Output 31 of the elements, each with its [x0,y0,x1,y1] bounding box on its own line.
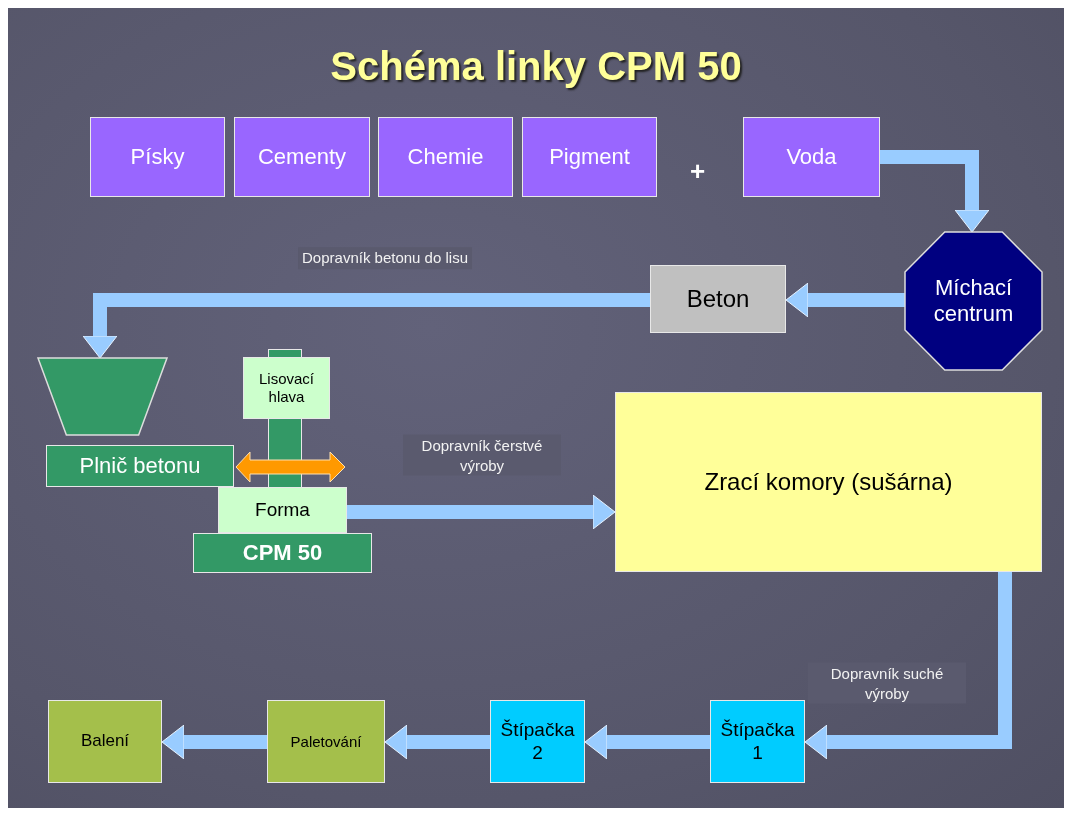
ingredient-box: Písky [90,117,225,197]
flow-arrow [785,282,905,318]
press-base-box: CPM 50 [193,533,372,573]
press-column [268,349,302,358]
flow-arrow [347,494,616,530]
mould-box: Forma [218,487,347,533]
ingredient-box: Pigment [522,117,657,197]
packing-box: Balení [48,700,162,783]
edge-label: Dopravník suché výroby [808,662,966,704]
palletizing-box: Paletování [267,700,385,783]
diagram-title: Schéma linky CPM 50 [329,44,743,89]
press-head-box: Lisovací hlava [243,357,330,419]
flow-arrow [880,150,990,233]
ingredient-box: Chemie [378,117,513,197]
flow-arrow [804,572,1012,760]
flow-arrow [384,724,490,760]
process-box: Beton [650,265,786,333]
ingredient-box: Cementy [234,117,370,197]
edge-label: Dopravník betonu do lisu [298,247,472,269]
feeder-box: Plnič betonu [46,445,234,487]
splitter-box: Štípačka 1 [710,700,805,783]
mixing-octagon: Míchací centrum [905,232,1042,370]
flow-arrow [584,724,710,760]
hopper-trapezoid [38,358,167,435]
splitter-box: Štípačka 2 [490,700,585,783]
flow-arrow [161,724,267,760]
edge-label: Dopravník čerstvé výroby [403,434,561,476]
flow-arrow [82,293,650,359]
curing-chamber-box: Zrací komory (sušárna) [615,392,1042,572]
ingredient-box: Voda [743,117,880,197]
plus-sign: + [690,156,706,187]
